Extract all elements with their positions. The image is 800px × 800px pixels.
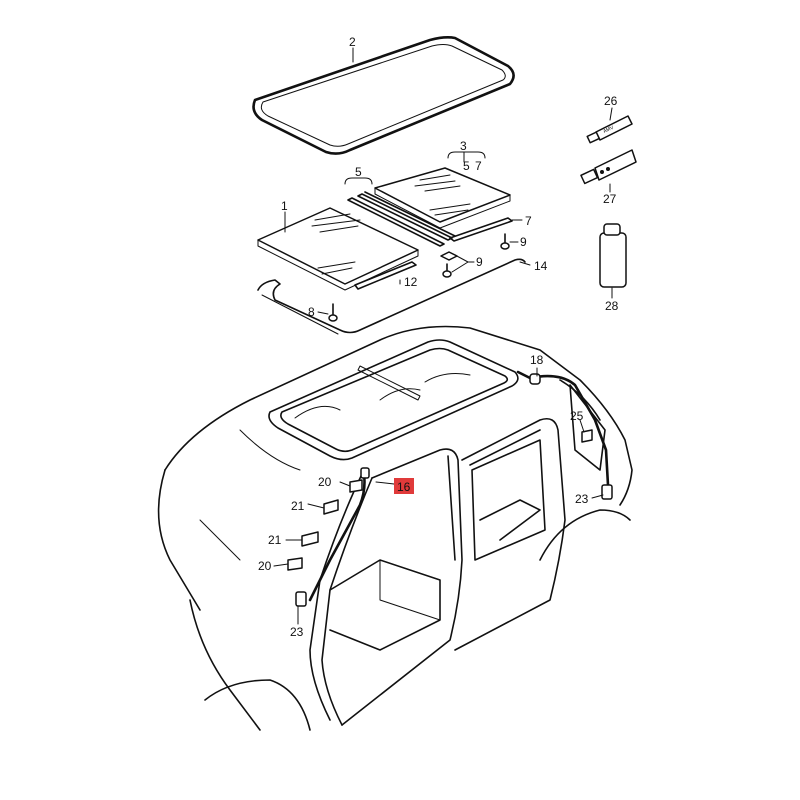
callout-20-top: 20: [318, 475, 332, 489]
callout-23-left: 23: [290, 625, 304, 639]
bottle-28: [599, 223, 627, 288]
highlight-box-16: [394, 478, 414, 494]
callout-14: 14: [534, 259, 548, 273]
callout-7-top: 7: [475, 159, 482, 173]
callout-1: 1: [281, 199, 288, 213]
adhesive-tube-27: [580, 149, 637, 185]
callout-21-bottom: 21: [268, 533, 282, 547]
callout-20-bottom: 20: [258, 559, 272, 573]
screws: [328, 233, 510, 322]
callout-18: 18: [530, 353, 544, 367]
callout-28: 28: [605, 299, 619, 313]
svg-text:AMV: AMV: [602, 125, 615, 135]
strip-7: [449, 217, 513, 242]
strip-12: [354, 261, 417, 290]
callout-21-top: 21: [291, 499, 305, 513]
callout-5-right: 5: [463, 159, 470, 173]
adhesive-tube-26: AMV: [586, 115, 633, 144]
sunroof-seal-part: [252, 36, 515, 155]
drain-hoses: [287, 370, 613, 607]
callout-3: 3: [460, 139, 467, 153]
callout-5-left: 5: [355, 165, 362, 179]
front-glass-panel: [257, 207, 419, 291]
callout-12: 12: [404, 275, 418, 289]
car-body-outline: [157, 325, 633, 731]
callout-7: 7: [525, 214, 532, 228]
callout-27: 27: [603, 192, 617, 206]
callout-2: 2: [349, 35, 356, 49]
callout-9-mid: 9: [476, 255, 483, 269]
guide-14: [257, 258, 526, 335]
callout-23-right: 23: [575, 492, 589, 506]
callout-labels: 2 3 5 7 5 1 7 9 9 14 12 8 26 27 28 18 25…: [258, 35, 619, 639]
callout-16: 16: [397, 480, 411, 494]
callout-8: 8: [308, 305, 315, 319]
leader-lines: [273, 47, 613, 625]
callout-9-right: 9: [520, 235, 527, 249]
callout-25: 25: [570, 409, 584, 423]
callout-26: 26: [604, 94, 618, 108]
